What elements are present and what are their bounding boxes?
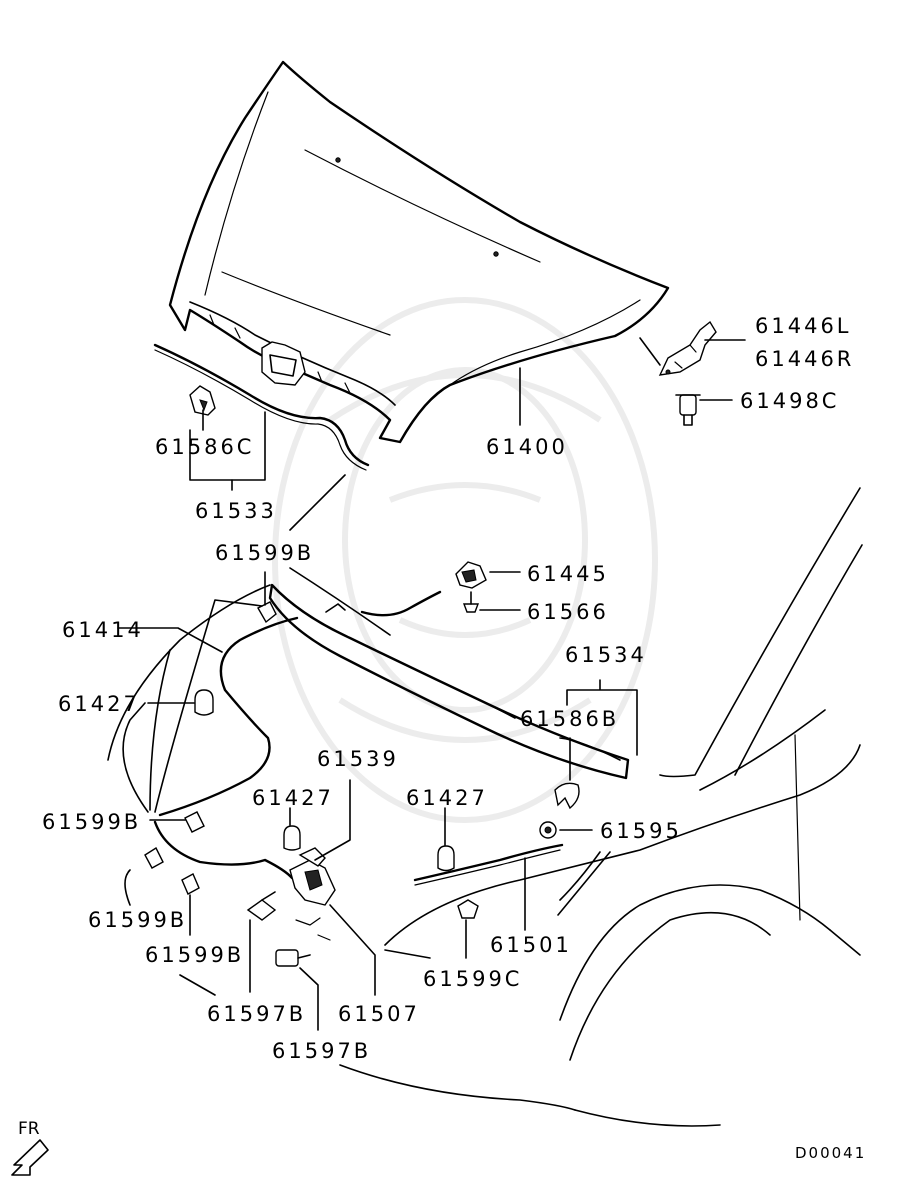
clip-61599b-top <box>257 601 277 624</box>
clip-61586c <box>189 385 216 416</box>
label-61597b-2: 61597B <box>272 1039 371 1063</box>
holder-61445 <box>455 561 487 589</box>
label-61586b: 61586B <box>520 707 619 731</box>
label-61599b-lower2: 61599B <box>145 943 244 967</box>
label-61400: 61400 <box>486 435 568 459</box>
label-61539: 61539 <box>317 747 399 771</box>
clip-61599b-lower2 <box>181 873 200 895</box>
support-cable <box>325 590 442 617</box>
watermark-emblem <box>272 297 658 823</box>
hood-hinge-61446 <box>658 320 717 376</box>
hood-seal-61533 <box>153 343 370 471</box>
label-61501: 61501 <box>490 933 572 957</box>
label-61599b-lower1: 61599B <box>88 908 187 932</box>
bumper-61427-right <box>437 845 455 872</box>
front-direction-label: FR <box>18 1119 40 1139</box>
label-61586c: 61586C <box>155 435 254 459</box>
bolt-61597b-2 <box>275 949 311 967</box>
hood-latch-61507 <box>289 847 336 941</box>
screw-61566 <box>462 591 480 613</box>
weatherstrip-61534 <box>268 583 630 780</box>
release-cable-61414 <box>153 616 299 880</box>
clip-61599b-left <box>184 811 205 833</box>
bolt-61498c <box>675 394 701 426</box>
label-61566: 61566 <box>527 600 609 624</box>
label-61427-right: 61427 <box>406 786 488 810</box>
label-61599b-top: 61599B <box>215 541 314 565</box>
label-61446l: 61446L <box>755 314 852 338</box>
front-direction-arrow-icon <box>11 1139 49 1176</box>
label-61446r: 61446R <box>755 347 854 371</box>
clip-61599b-lower1 <box>144 846 164 869</box>
clip-61586b <box>554 782 580 810</box>
label-61445: 61445 <box>527 562 609 586</box>
bumper-61427-mid <box>283 825 301 851</box>
clip-61599c <box>457 899 479 919</box>
label-61414: 61414 <box>62 618 144 642</box>
diagram-code: D00041 <box>795 1144 866 1162</box>
label-61507: 61507 <box>338 1002 420 1026</box>
hood-panel <box>168 60 670 444</box>
label-61427-mid: 61427 <box>252 786 334 810</box>
bumper-61427-left <box>194 689 214 716</box>
label-61597b-1: 61597B <box>207 1002 306 1026</box>
label-61498c: 61498C <box>740 389 839 413</box>
support-rod-61501 <box>413 843 564 886</box>
label-61533: 61533 <box>195 499 277 523</box>
vehicle-body <box>107 487 863 1127</box>
label-61599b-left: 61599B <box>42 810 141 834</box>
nut-61595 <box>539 821 557 839</box>
label-61534: 61534 <box>565 643 647 667</box>
label-61427-left: 61427 <box>58 692 140 716</box>
bolt-61597b-1 <box>246 891 277 921</box>
label-61595: 61595 <box>600 819 682 843</box>
label-61599c: 61599C <box>423 967 522 991</box>
part-labels: 61400 61446L 61446R 61498C 61586C 61533 … <box>18 314 866 1162</box>
leader-lines <box>117 337 746 1031</box>
